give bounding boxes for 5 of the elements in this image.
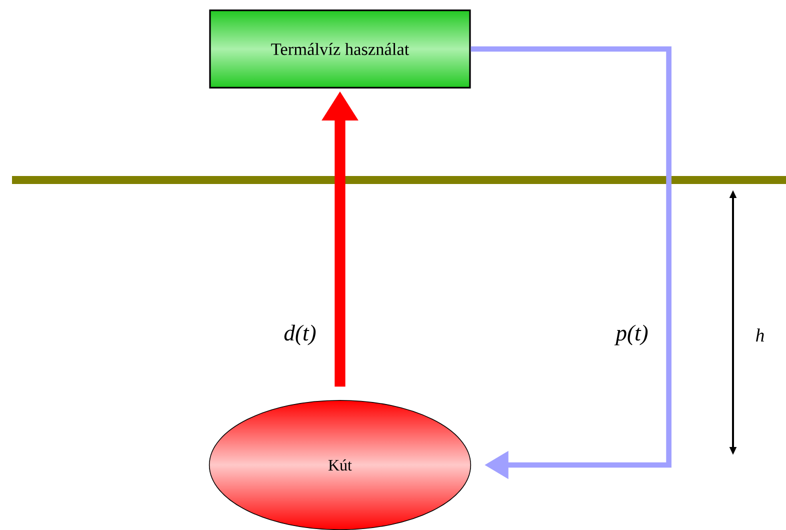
arrow [470,46,672,480]
edge-label: d(t) [282,323,318,347]
edge-label: p(t) [614,323,650,347]
dimension-label: h [756,328,764,342]
process-box: Termálvíz használat [209,10,471,88]
